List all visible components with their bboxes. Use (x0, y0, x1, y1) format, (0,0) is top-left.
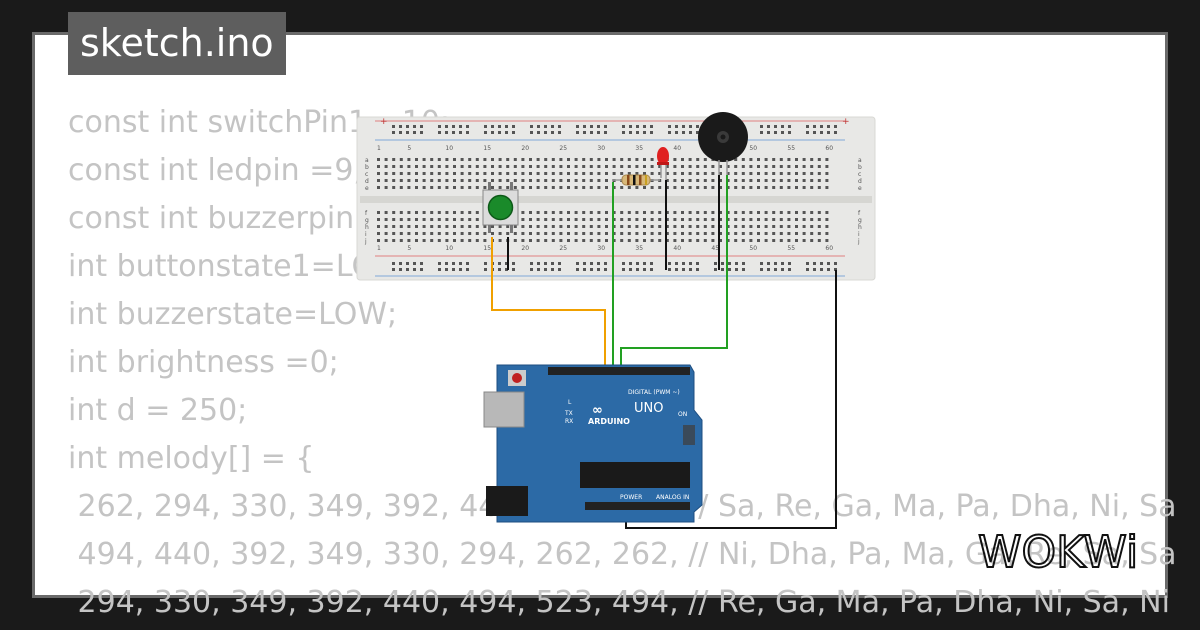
power-label: POWER (620, 494, 642, 501)
column-number-label: 35 (635, 245, 643, 252)
column-number-label: 20 (521, 245, 529, 252)
atmega-chip (580, 462, 690, 488)
column-number-label: 25 (559, 245, 567, 252)
column-number-label: 40 (673, 145, 681, 152)
file-tab[interactable]: sketch.ino (68, 12, 286, 75)
column-number-label: 5 (407, 245, 411, 252)
led-l-label: L (568, 399, 572, 406)
code-line: int buzzerstate=LOW; (68, 297, 398, 332)
row-letter-label: i (858, 231, 860, 238)
wire-green-buzzer (620, 175, 728, 370)
wire-orange (491, 237, 606, 370)
column-number-label: 50 (749, 145, 757, 152)
buzzer[interactable] (698, 112, 748, 175)
column-number-label: 60 (825, 245, 833, 252)
row-letter-label: f (858, 210, 861, 217)
column-number-label: 40 (673, 245, 681, 252)
plus-label-right: + (842, 117, 850, 127)
digital-label: DIGITAL (PWM ~) (628, 389, 680, 396)
code-line: int melody[] = { (68, 441, 315, 476)
column-number-label: 25 (559, 145, 567, 152)
row-letter-label: a (365, 157, 369, 164)
row-letter-label: e (858, 185, 862, 192)
code-line: int brightness =0; (68, 345, 339, 380)
column-number-label: 20 (521, 145, 529, 152)
row-letter-label: j (364, 238, 367, 245)
power-jack (486, 486, 528, 516)
column-number-label: 15 (483, 245, 491, 252)
arduino-logo-icon: ∞ (592, 403, 603, 418)
wokwi-logo-text: WOKWi (978, 527, 1138, 578)
resistor (612, 174, 660, 186)
arduino-uno[interactable]: ∞ UNO ARDUINO DIGITAL (PWM ~) POWER ANAL… (483, 364, 703, 523)
column-number-label: 1 (377, 245, 381, 252)
row-letter-label: b (858, 164, 862, 171)
column-number-label: 30 (597, 245, 605, 252)
column-number-label: 55 (787, 145, 795, 152)
row-letter-label: g (365, 217, 369, 224)
column-number-label: 10 (445, 145, 453, 152)
row-letter-label: i (365, 231, 367, 238)
row-letter-label: j (857, 238, 860, 245)
digital-header (548, 367, 690, 375)
column-number-label: 10 (445, 245, 453, 252)
row-letter-label: g (858, 217, 862, 224)
power-analog-header (585, 502, 690, 510)
red-led[interactable] (657, 147, 669, 180)
code-line: 294, 330, 349, 392, 440, 494, 523, 494, … (68, 585, 1170, 620)
column-number-label: 50 (749, 245, 757, 252)
on-label: ON (678, 411, 687, 418)
led-rx-label: RX (565, 418, 573, 425)
analog-label: ANALOG IN (656, 494, 689, 501)
column-number-label: 1 (377, 145, 381, 152)
row-letter-label: h (365, 224, 369, 231)
code-line: int d = 250; (68, 393, 248, 428)
row-letter-label: b (365, 164, 369, 171)
breadboard: 1155101015152020252530303535404045455050… (356, 116, 876, 281)
column-number-label: 45 (711, 245, 719, 252)
row-letter-label: c (858, 171, 861, 178)
plus-label-left: + (380, 117, 388, 127)
row-letter-label: c (365, 171, 368, 178)
code-line: 494, 440, 392, 349, 330, 294, 262, 262, … (68, 537, 1177, 572)
led-tx-label: TX (564, 410, 573, 417)
row-letter-label: d (858, 178, 862, 185)
usb-port (483, 391, 525, 428)
code-line: const int ledpin =9; (68, 153, 364, 188)
brand-label: ARDUINO (588, 417, 630, 426)
column-number-label: 55 (787, 245, 795, 252)
column-number-label: 35 (635, 145, 643, 152)
column-number-label: 60 (825, 145, 833, 152)
model-label: UNO (634, 401, 663, 416)
column-number-label: 15 (483, 145, 491, 152)
row-letter-label: f (365, 210, 368, 217)
wokwi-logo: WOKWi (977, 526, 1139, 579)
code-editor: const int switchPin1 =10;const int ledpi… (68, 99, 1177, 627)
row-letter-label: h (858, 224, 862, 231)
row-letter-label: e (365, 185, 369, 192)
pushbutton[interactable] (482, 182, 519, 233)
row-letter-label: d (365, 178, 369, 185)
column-number-label: 5 (407, 145, 411, 152)
column-number-label: 30 (597, 145, 605, 152)
row-letter-label: a (858, 157, 862, 164)
wires (491, 175, 837, 529)
